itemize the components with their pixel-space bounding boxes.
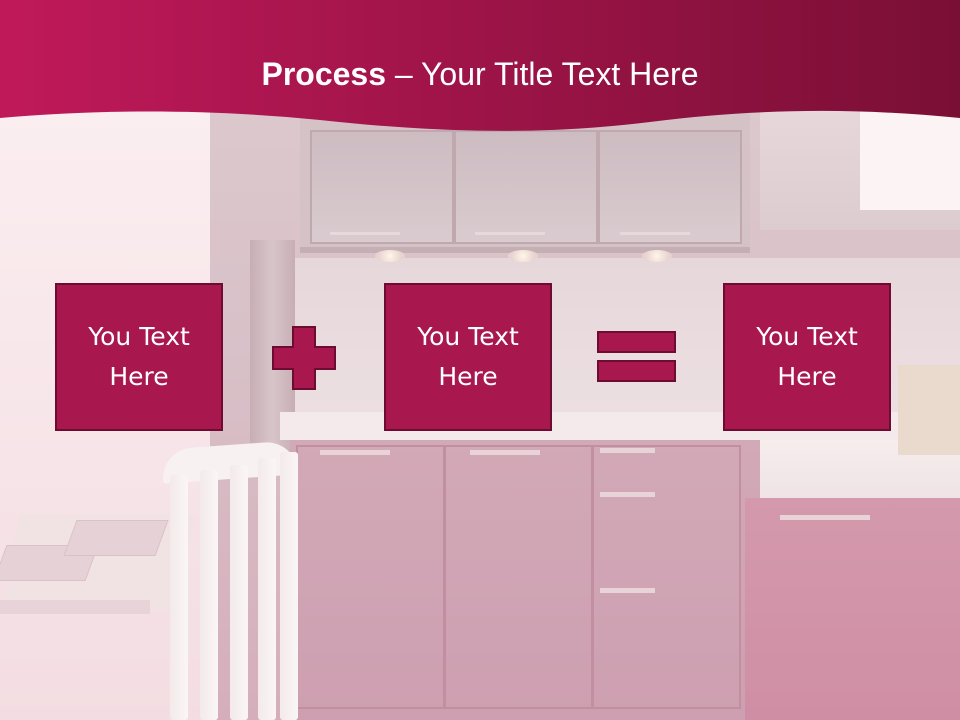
process-box-3: You Text Here [723, 283, 891, 431]
process-box-1: You Text Here [55, 283, 223, 431]
equals-bar-top [597, 331, 676, 353]
title-bold: Process [261, 56, 387, 92]
process-box-2: You Text Here [384, 283, 552, 431]
slide-title: Process – Your Title Text Here [0, 52, 960, 96]
header-band [0, 0, 960, 131]
title-rest: – Your Title Text Here [386, 56, 699, 92]
plus-icon [272, 326, 336, 390]
equals-bar-bottom [597, 360, 676, 382]
